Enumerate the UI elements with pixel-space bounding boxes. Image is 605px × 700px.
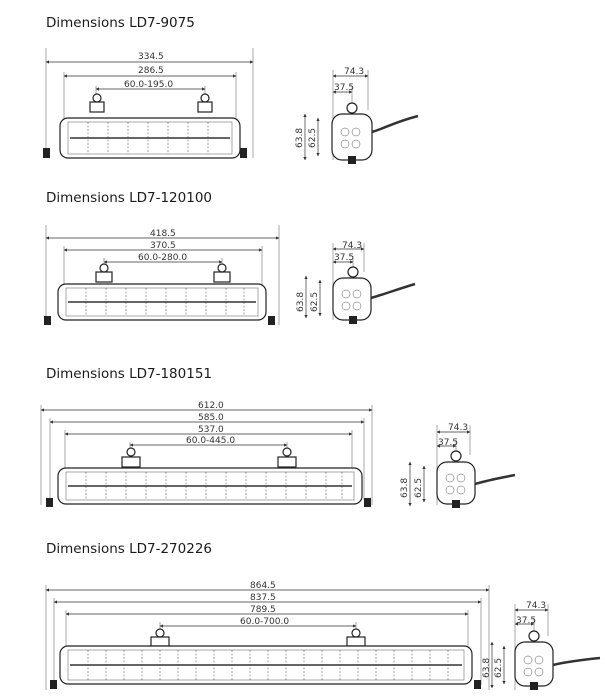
front-view-ld7-270226: 864.5 837.5 789.5 60.0-700.0 xyxy=(45,581,490,690)
dim-mount: 60.0-195.0 xyxy=(124,80,173,90)
side-view-ld7-180151: 74.3 37.5 63.8 62.5 xyxy=(400,423,516,508)
dim-mount: 60.0-280.0 xyxy=(138,253,187,263)
dim-side-offset: 37.5 xyxy=(334,83,354,93)
side-view-ld7-270226: 74.3 37.5 63.8 62.5 xyxy=(482,601,601,690)
dim-side-height-total: 63.8 xyxy=(482,658,492,678)
side-view-ld7-120100: 74.3 37.5 63.8 62.5 xyxy=(296,241,416,324)
front-view-ld7-120100: 418.5 370.5 60.0-280.0 xyxy=(44,225,280,325)
section-title-ld7-9075: Dimensions LD7-9075 xyxy=(46,15,195,31)
section-title-ld7-270226: Dimensions LD7-270226 xyxy=(46,541,212,557)
dim-side-height-total: 63.8 xyxy=(295,128,305,148)
dim-side-offset: 37.5 xyxy=(516,616,536,626)
dim-side-depth: 74.3 xyxy=(342,241,362,251)
dim-side-depth: 74.3 xyxy=(344,67,364,77)
dim-side-offset: 37.5 xyxy=(438,438,458,448)
front-view-ld7-180151: 612.0 585.0 537.0 60.0-445.0 xyxy=(40,401,373,507)
dim-inner: 789.5 xyxy=(250,605,276,615)
dim-overall: 418.5 xyxy=(150,229,176,239)
dim-side-height-total: 63.8 xyxy=(400,478,410,498)
dim-inner: 286.5 xyxy=(138,66,164,76)
dim-side-height-body: 62.5 xyxy=(308,128,318,148)
dim-outer: 864.5 xyxy=(250,581,276,591)
dim-side-depth: 74.3 xyxy=(526,601,546,611)
dim-side-height-body: 62.5 xyxy=(494,658,504,678)
dim-side-offset: 37.5 xyxy=(334,253,354,263)
dim-side-depth: 74.3 xyxy=(448,423,468,433)
section-title-ld7-180151: Dimensions LD7-180151 xyxy=(46,366,212,382)
dim-overall: 334.5 xyxy=(138,52,164,62)
dim-overall: 837.5 xyxy=(250,593,276,603)
dim-outer: 612.0 xyxy=(198,401,224,411)
dim-side-height-body: 62.5 xyxy=(414,478,424,498)
dim-side-height-body: 62.5 xyxy=(310,292,320,312)
front-view-ld7-9075: 334.5 286.5 60.0-195.0 xyxy=(43,48,254,159)
dim-mount: 60.0-700.0 xyxy=(240,617,289,627)
dim-inner: 537.0 xyxy=(198,425,224,435)
side-view-ld7-9075: 74.3 37.5 63.8 62.5 xyxy=(295,67,419,164)
dim-side-height-total: 63.8 xyxy=(296,292,306,312)
dim-mount: 60.0-445.0 xyxy=(186,436,235,446)
dim-inner: 370.5 xyxy=(150,241,176,251)
dim-overall: 585.0 xyxy=(198,413,224,423)
section-title-ld7-120100: Dimensions LD7-120100 xyxy=(46,190,212,206)
